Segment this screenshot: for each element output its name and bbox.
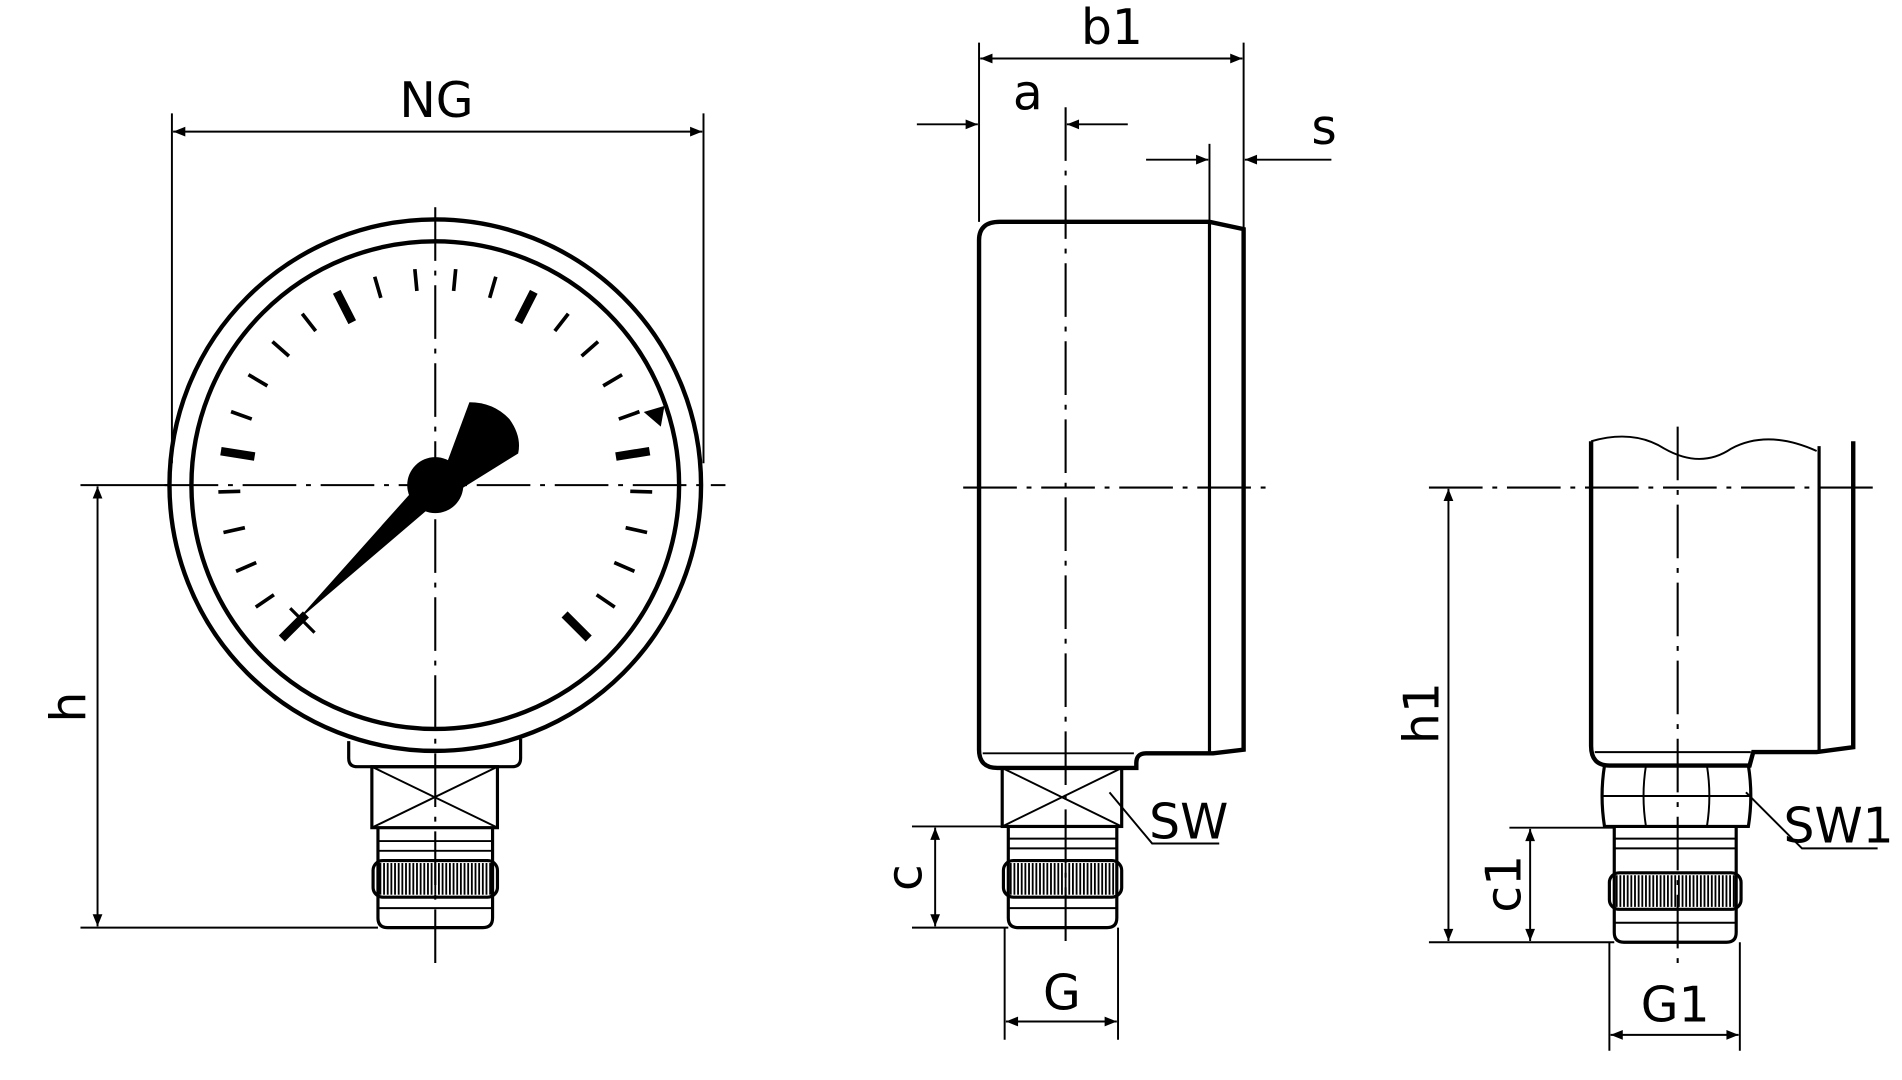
scale-minor-tick	[223, 525, 246, 535]
ng-label: NG	[399, 73, 473, 129]
c1-label: c1	[1476, 855, 1532, 913]
scale-major-tick	[561, 611, 592, 642]
b1-label: b1	[1081, 0, 1143, 56]
g1-label: G1	[1641, 977, 1710, 1033]
side-knurl-lines	[1009, 863, 1115, 895]
detail-thread-chamfer	[1614, 837, 1737, 850]
side-case-outline	[976, 219, 1246, 771]
detail-hex-facet-left	[1642, 765, 1647, 827]
scale-minor-tick	[553, 312, 570, 333]
max-mark-icon	[643, 405, 665, 427]
scale-minor-tick	[602, 373, 623, 388]
sw-leader-line	[1108, 791, 1220, 845]
sw-label: SW	[1149, 795, 1228, 851]
scale-minor-tick	[271, 340, 291, 358]
scale-minor-tick	[613, 560, 636, 573]
detail-case-break-line	[1590, 435, 1818, 460]
detail-case-outline	[1588, 441, 1856, 768]
scale-minor-tick	[235, 560, 257, 573]
pointer-tip-cross	[289, 607, 316, 634]
detail-hex-facet-right	[1705, 765, 1711, 827]
detail-hex	[1600, 763, 1753, 829]
scale-minor-tick	[254, 593, 275, 609]
scale-minor-tick	[413, 268, 419, 292]
sw1-label: SW1	[1784, 798, 1894, 854]
scale-minor-tick	[372, 276, 383, 299]
side-thread-chamfer	[1008, 837, 1117, 850]
scale-major-tick	[278, 611, 309, 642]
scale-minor-tick	[300, 312, 318, 333]
side-thread-body	[1006, 826, 1119, 930]
front-view: NG h	[41, 73, 726, 970]
scale-minor-tick	[451, 268, 458, 292]
scale-minor-tick	[630, 489, 653, 494]
scale-minor-tick	[230, 409, 253, 421]
side-view: b1 a s SW c G	[878, 0, 1337, 1040]
h1-label: h1	[1395, 682, 1451, 744]
scale-minor-tick	[580, 340, 600, 358]
scale-minor-tick	[625, 525, 648, 535]
detail-knurl	[1607, 871, 1743, 911]
side-hex	[1000, 766, 1124, 829]
scale-ticks	[218, 268, 653, 642]
scale-minor-tick	[595, 593, 616, 609]
side-knurl	[1001, 859, 1124, 899]
h-label: h	[41, 692, 97, 723]
detail-view: SW1 h1 c1 G1	[1395, 426, 1894, 1051]
a-label: a	[1013, 66, 1043, 122]
scale-major-tick	[514, 289, 538, 325]
scale-minor-tick	[247, 373, 269, 388]
sw1-leader-line	[1745, 791, 1878, 850]
c-label: c	[878, 864, 934, 891]
scale-minor-tick	[218, 489, 241, 494]
s-label: s	[1311, 100, 1336, 156]
detail-thread-body	[1612, 826, 1738, 944]
pointer-needle	[296, 477, 447, 622]
detail-knurl-lines	[1615, 875, 1735, 907]
scale-major-tick	[220, 446, 256, 461]
scale-major-tick	[615, 446, 651, 461]
pointer-tail	[441, 402, 520, 494]
scale-major-tick	[332, 289, 357, 325]
scale-minor-tick	[487, 276, 498, 299]
scale-minor-tick	[618, 409, 641, 421]
g-label: G	[1043, 965, 1081, 1021]
side-hex-cross-2	[1001, 767, 1123, 828]
